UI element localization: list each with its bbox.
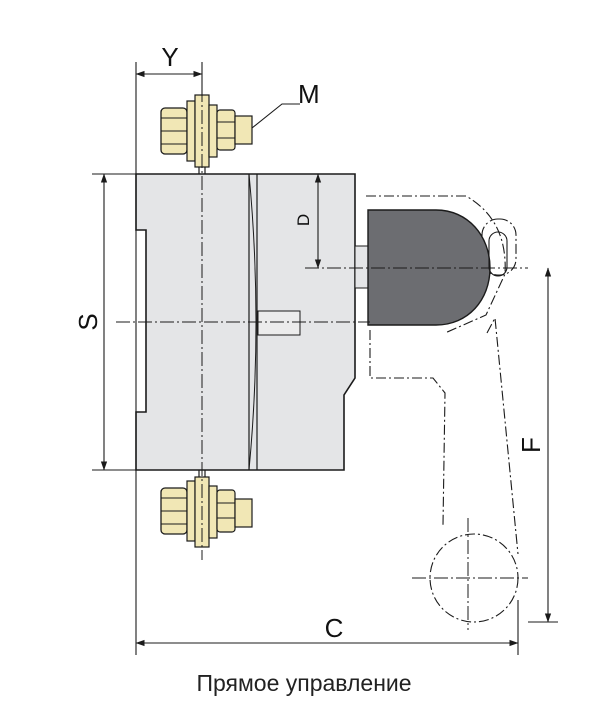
handle-ring-inner xyxy=(488,231,508,277)
handle-stem xyxy=(354,245,370,289)
label-d: D xyxy=(294,214,313,226)
label-s: S xyxy=(73,313,103,330)
label-y: Y xyxy=(161,42,178,72)
center-lines xyxy=(116,88,528,630)
caption: Прямое управление xyxy=(196,670,412,696)
label-f: F xyxy=(516,437,546,453)
dim-m-leader xyxy=(251,103,300,129)
label-c: C xyxy=(325,613,344,643)
terminal-bolt-icon xyxy=(160,94,253,174)
label-m: M xyxy=(298,79,320,109)
center-tab xyxy=(257,310,301,336)
dimension-lines xyxy=(92,62,558,655)
terminal-bolt-icon xyxy=(160,470,253,548)
